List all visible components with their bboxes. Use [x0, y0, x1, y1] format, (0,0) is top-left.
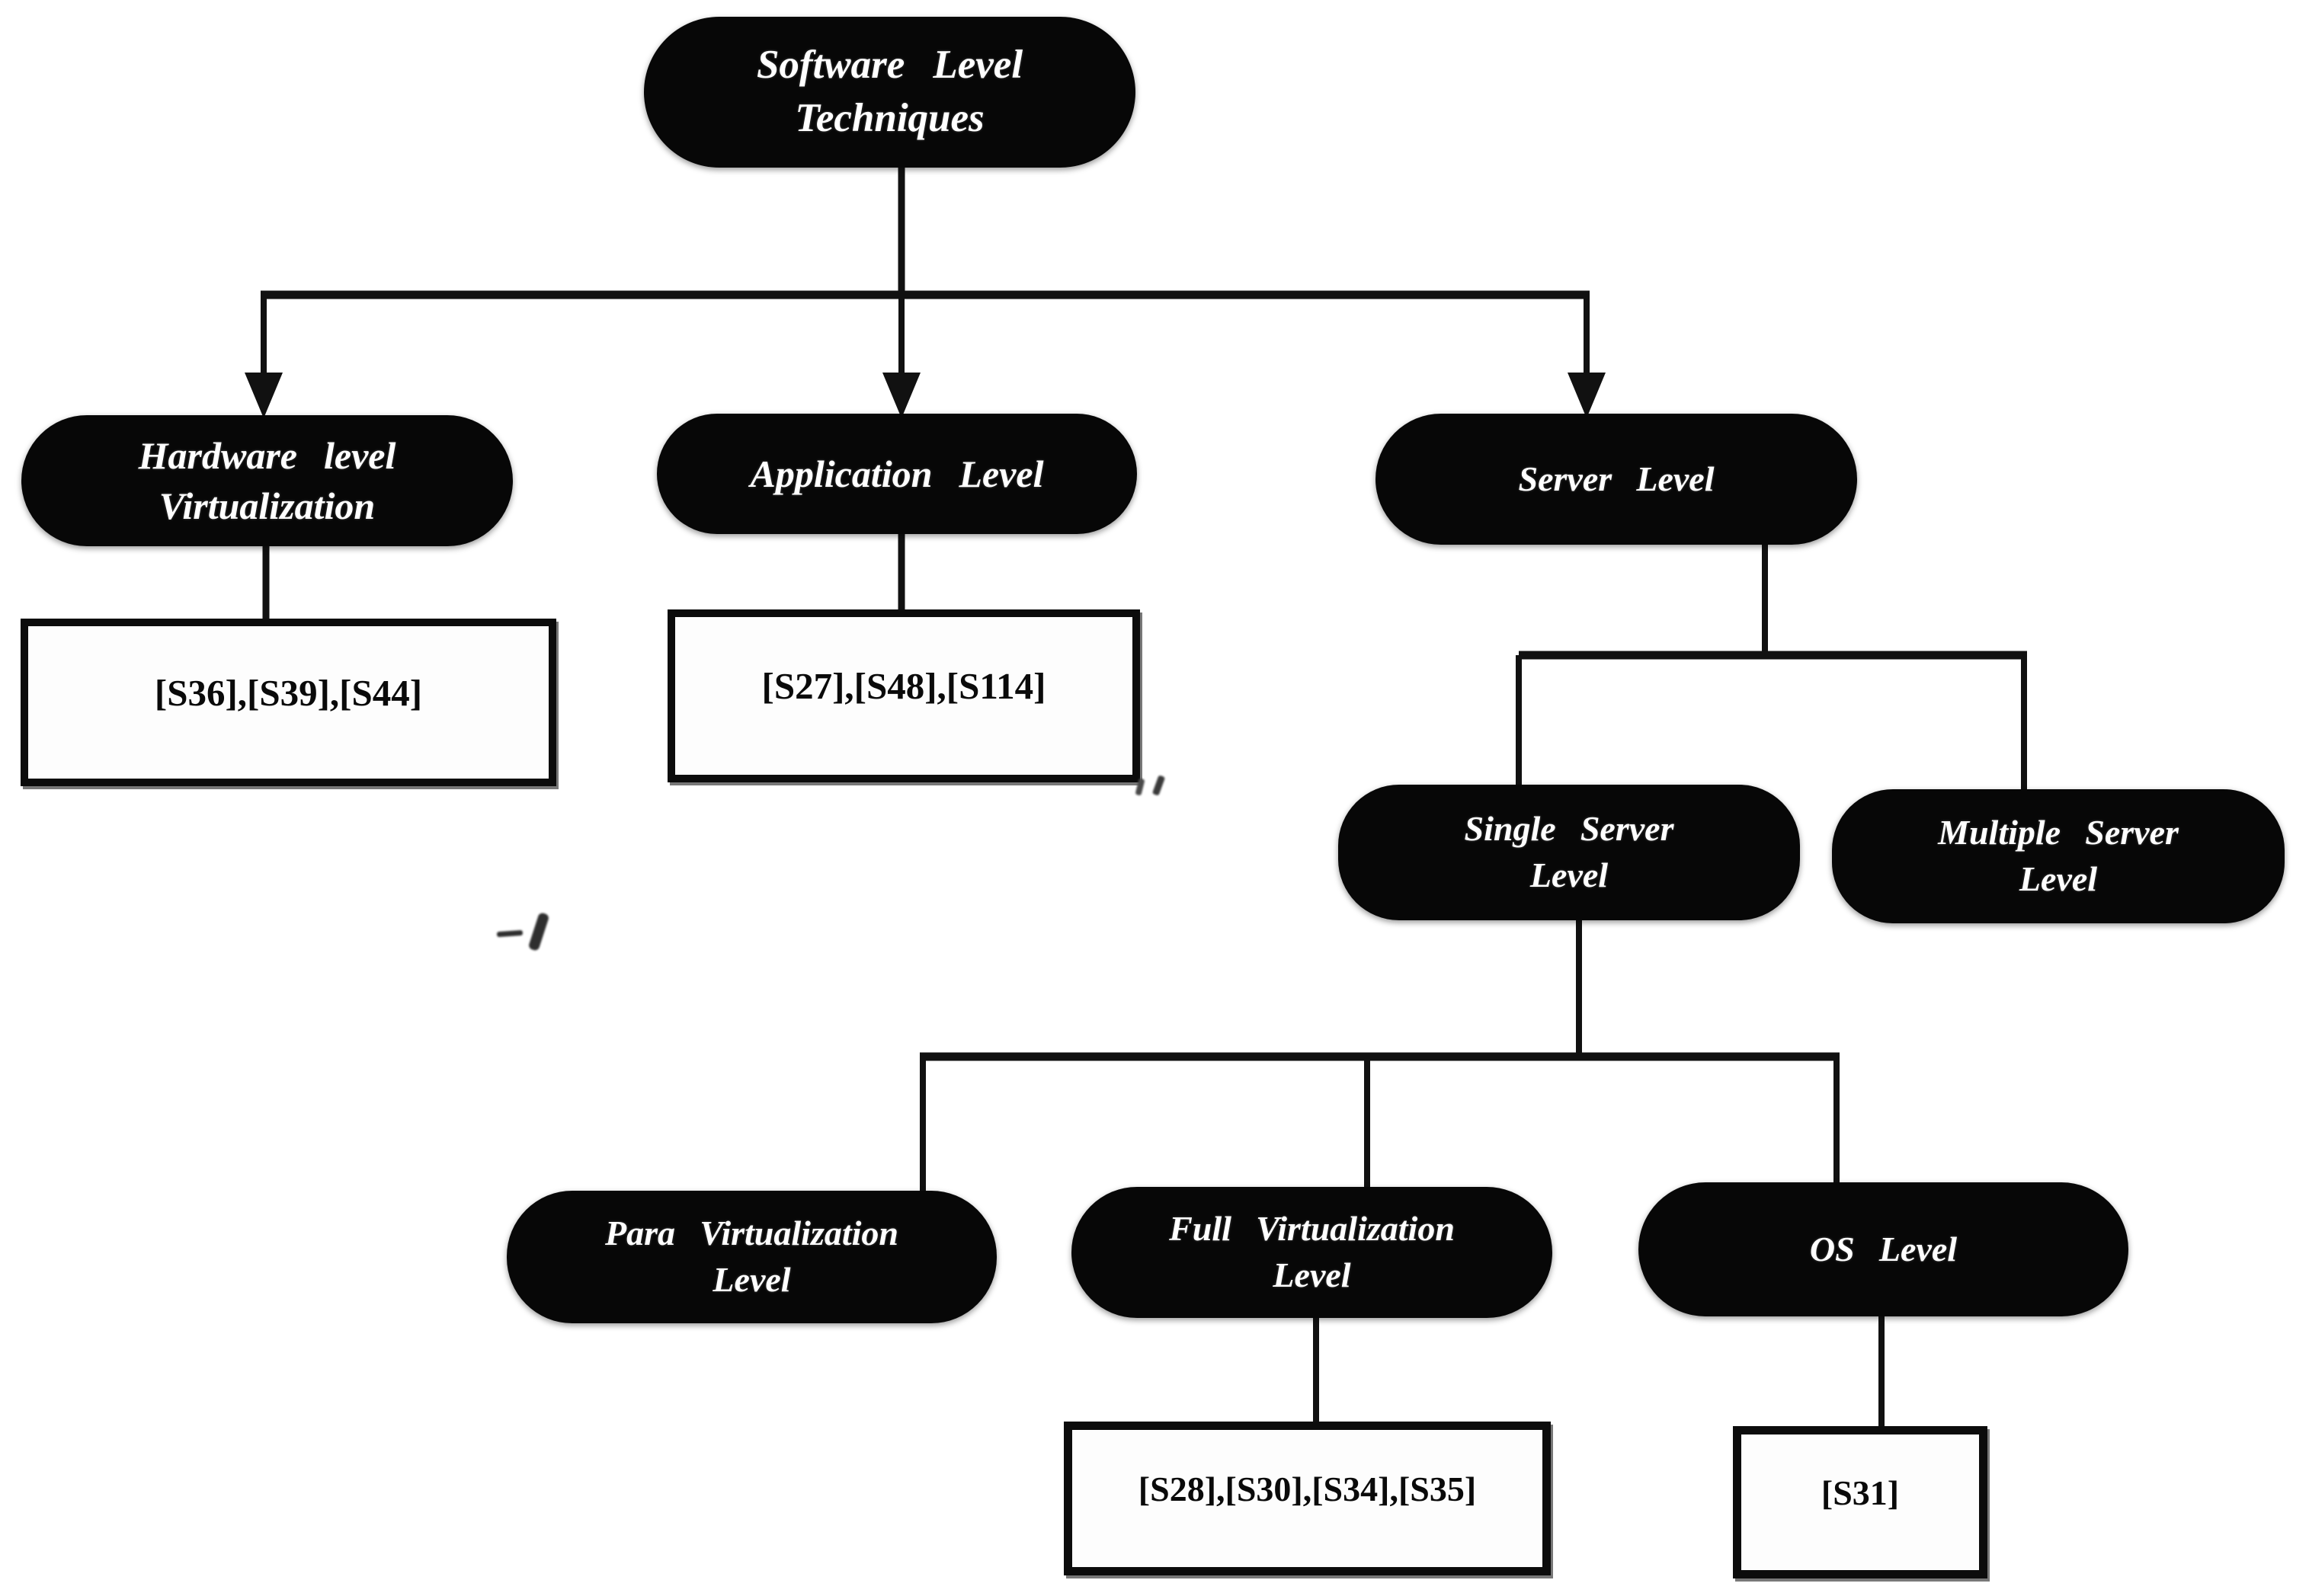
node-label-line: Server Level [1518, 459, 1715, 498]
node-label-line: Software Level [756, 43, 1023, 88]
arrowhead-server [1568, 373, 1606, 418]
node-single-server-level: Single Server Level [1338, 785, 1800, 920]
citation-text: [S36],[S39],[S44] [154, 671, 423, 714]
node-server-level: Server Level [1375, 414, 1857, 545]
scan-artifact [1151, 775, 1166, 796]
node-label-line: Level [1273, 1255, 1351, 1294]
node-label-line: Multiple Server [1938, 813, 2179, 852]
node-software-level-techniques: Software Level Techniques [644, 17, 1135, 168]
node-full-virtualization-level: Full Virtualization Level [1071, 1187, 1552, 1318]
citation-box-os-level: [S31] [1733, 1426, 1987, 1578]
citation-box-hardware: [S36],[S39],[S44] [21, 619, 556, 786]
node-multiple-server-level: Multiple Server Level [1832, 789, 2285, 923]
node-label-line: Virtualization [159, 485, 376, 527]
node-os-level: OS Level [1638, 1182, 2128, 1316]
node-para-virtualization-level: Para Virtualization Level [507, 1191, 997, 1323]
node-label-line: Single Server [1464, 809, 1674, 849]
node-label-line: Hardware level [138, 434, 396, 477]
node-label-line: Application Level [750, 453, 1044, 495]
citation-box-full-virtualization: [S28],[S30],[S34],[S35] [1064, 1422, 1551, 1575]
node-label-line: Level [2019, 859, 2098, 898]
citation-text: [S28],[S30],[S34],[S35] [1138, 1469, 1477, 1508]
node-application-level: Application Level [657, 414, 1137, 534]
scan-artifact [527, 912, 550, 952]
node-label-line: Full Virtualization [1169, 1209, 1455, 1249]
scan-artifact [496, 929, 524, 938]
arrowhead-application [882, 373, 921, 418]
arrowhead-hardware [245, 373, 283, 418]
node-label-line: OS Level [1809, 1229, 1958, 1268]
node-hardware-level-virtualization: Hardware level Virtualization [21, 415, 513, 546]
citation-box-application: [S27],[S48],[S114] [668, 609, 1140, 782]
node-label-line: Level [1529, 856, 1609, 894]
citation-text: [S27],[S48],[S114] [761, 665, 1046, 707]
node-label-line: Para Virtualization [605, 1214, 898, 1253]
node-label-line: Level [713, 1260, 791, 1299]
citation-text: [S31] [1821, 1473, 1900, 1512]
node-label-line: Techniques [795, 96, 985, 140]
